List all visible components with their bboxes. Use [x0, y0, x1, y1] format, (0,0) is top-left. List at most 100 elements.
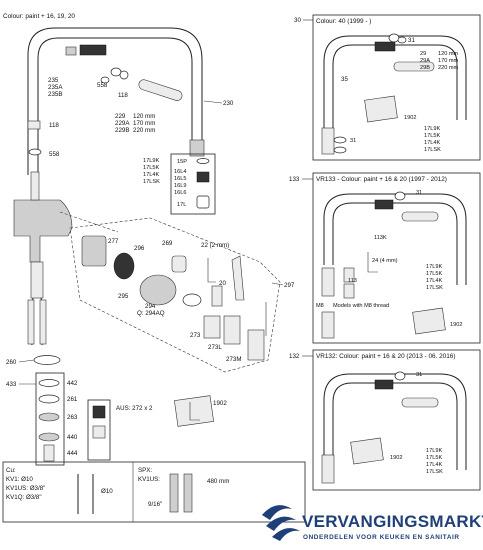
panel-132: 132 VR132: Colour: paint + 16 & 20 (2013…	[289, 349, 481, 491]
label-220mm: 220 mm	[133, 127, 155, 134]
panel-133-label-24: 24 (4 mm)	[372, 258, 398, 264]
label-480mm: 480 mm	[207, 478, 229, 485]
panel-30-label-35: 35	[341, 76, 348, 83]
label-294aq: Q: 294AQ	[137, 310, 165, 317]
label-aus: AUS: 272 x 2	[116, 405, 153, 412]
label-120mm: 120 mm	[133, 113, 155, 120]
panel-30-label-17l5k: 17L5K	[424, 133, 440, 139]
panel-132-label-17l4k: 17L4K	[426, 462, 442, 468]
spout-inner-tube	[65, 44, 183, 101]
label-16l6: 16L6	[174, 190, 186, 196]
label-118-b: 118	[49, 122, 59, 129]
label-273l: 273L	[208, 344, 222, 351]
label-277: 277	[108, 238, 119, 245]
panel-133-number: 133	[289, 176, 300, 183]
label-273m: 273M	[226, 356, 241, 363]
main-spout	[27, 27, 205, 175]
label-433: 433	[6, 381, 17, 388]
template-1902-main: 1902	[174, 395, 227, 427]
label-16l9: 16L9	[174, 183, 186, 189]
panel-30-label-17l4k: 17L4K	[424, 140, 440, 146]
panel-30: 30 Colour: 40 (1999 - ) 31 35 29 29A 29B…	[294, 14, 481, 161]
panel-132-title: VR132: Colour: paint + 16 & 20 (2013 - 0…	[316, 353, 455, 360]
brand-logo: VERVANGINGSMARKT ONDERDELEN VOOR KEUKEN …	[262, 505, 483, 541]
colour-note: Colour: paint + 16, 19, 20	[3, 13, 75, 20]
panel-133-label-113: 113	[348, 278, 357, 284]
label-558: 558	[97, 82, 108, 89]
panel-30-label-29a: 29A	[420, 58, 430, 64]
label-17lsk: 17LSK	[143, 179, 160, 185]
label-273: 273	[190, 332, 201, 339]
label-229: 229	[115, 113, 126, 120]
label-558-b: 558	[49, 151, 60, 158]
label-15p: 15P	[177, 159, 187, 165]
panel-132-label-17l5k: 17L5K	[426, 455, 442, 461]
panel-133-title: VR133 - Colour: paint + 16 & 20 (1997 - …	[316, 176, 447, 183]
label-229a: 229A	[115, 120, 130, 127]
label-16l4: 16L4	[174, 169, 186, 175]
label-20: 20	[219, 280, 226, 287]
panel-133-label-17l9k: 17L9K	[426, 264, 442, 270]
label-spx: SPX:	[138, 467, 152, 474]
panel-132-label-1902: 1902	[390, 455, 402, 461]
label-269: 269	[162, 240, 173, 247]
panel-30-label-17lsk: 17LSK	[424, 147, 441, 153]
cartridge-group-box: 277 296 269 22 (2 mm) 297 295 294 Q: 294…	[69, 217, 295, 373]
cartridge-parts	[81, 235, 267, 361]
panel-133-label-31: 31	[416, 190, 422, 196]
label-263: 263	[67, 414, 78, 421]
label-17l: 17L	[177, 202, 186, 208]
label-235: 235	[48, 77, 59, 84]
panel-133: 133 VR133 - Colour: paint + 16 & 20 (199…	[289, 172, 481, 344]
label-260: 260	[6, 359, 17, 366]
label-1902: 1902	[213, 400, 227, 407]
label-295: 295	[118, 293, 129, 300]
panel-30-label-170mm: 170 mm	[438, 58, 459, 64]
panel-30-label-220mm: 220 mm	[438, 65, 459, 71]
label-170mm: 170 mm	[133, 120, 155, 127]
label-kv1q: KV1Q: Ø3/8"	[6, 494, 42, 501]
label-297: 297	[284, 282, 295, 289]
label-440: 440	[67, 434, 78, 441]
panel-30-number: 30	[294, 17, 301, 24]
label-17l5k: 17L5K	[143, 165, 159, 171]
label-kv1us: KV1US: Ø3/8"	[6, 485, 45, 492]
label-229b: 229B	[115, 127, 129, 134]
panel-133-label-17l4k: 17L4K	[426, 278, 442, 284]
seal-118: 118	[27, 120, 59, 130]
wave-logo-icon	[262, 505, 300, 541]
panel-30-label-31-b: 31	[350, 138, 356, 144]
label-294: 294	[145, 303, 156, 310]
panel-132-label-31: 31	[416, 372, 422, 378]
label-spx-kv1us: KV1US:	[138, 476, 160, 483]
panel-132-label-17l9k: 17L9K	[426, 448, 442, 454]
panel-30-title: Colour: 40 (1999 - )	[316, 18, 371, 25]
panel-30-label-120mm: 120 mm	[438, 51, 459, 57]
panel-133-label-1902: 1902	[450, 322, 462, 328]
panel-132-number: 132	[289, 353, 300, 360]
label-296: 296	[134, 245, 145, 252]
label-kv1: KV1: Ø10	[6, 476, 33, 483]
aus-box: AUS: 272 x 2	[87, 399, 153, 461]
panel-133-label-17lsk: 17LSK	[426, 285, 443, 291]
label-d10: Ø10	[101, 488, 113, 495]
panel-133-label-17l5k: 17L5K	[426, 271, 442, 277]
label-261: 261	[67, 396, 78, 403]
panel-133-label-m8-note: Models with M8 thread	[333, 303, 389, 309]
mounting-parts: 260 433 442 261 263 440 444	[6, 355, 78, 466]
label-235b: 235B	[48, 91, 62, 98]
label-9-16: 9/16"	[148, 501, 162, 508]
label-235a: 235A	[48, 84, 63, 91]
label-444: 444	[67, 450, 78, 457]
label-22-2mm: 22 (2 mm)	[201, 242, 229, 249]
label-442: 442	[67, 380, 78, 387]
panel-30-label-29b: 29B	[420, 65, 430, 71]
label-230: 230	[223, 100, 234, 107]
mixer-body	[13, 171, 119, 299]
supply-hoses	[27, 297, 47, 346]
label-17l4k: 17L4K	[143, 172, 159, 178]
brand-tagline: ONDERDELEN VOOR KEUKEN EN SANITAIR	[303, 534, 460, 541]
label-118: 118	[118, 92, 128, 99]
o-ring-558: 558	[28, 148, 60, 158]
